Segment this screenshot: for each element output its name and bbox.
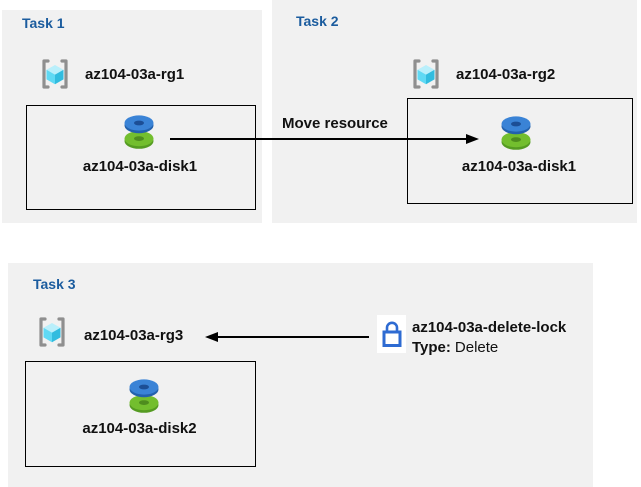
- move-arrow-head-icon: [466, 133, 479, 144]
- task1-title: Task 1: [22, 15, 65, 31]
- task2-title: Task 2: [296, 13, 339, 29]
- resource-group-icon: [407, 56, 445, 92]
- lock-arrow-head-icon: [205, 331, 218, 342]
- lock-name: az104-03a-delete-lock: [412, 319, 567, 336]
- resource-group-icon: [33, 314, 71, 350]
- lock-type-value: Delete: [454, 339, 499, 356]
- disk-icon: [495, 111, 537, 153]
- disk-name: az104-03a-disk2: [82, 420, 197, 437]
- resource-group-icon: [36, 56, 74, 92]
- task2-panel: [272, 0, 637, 223]
- lock-arrow-line: [217, 336, 369, 338]
- task3-title: Task 3: [33, 276, 76, 292]
- disk-icon: [118, 110, 160, 152]
- move-arrow-line: [170, 138, 466, 140]
- lock-icon: [380, 319, 404, 349]
- move-resource-label: Move resource: [282, 115, 388, 132]
- resource-group-name: az104-03a-rg2: [456, 66, 556, 83]
- task1-resource-box: [26, 105, 256, 210]
- task3-resource-box: [25, 361, 256, 467]
- task3-panel: [8, 263, 593, 487]
- disk-name: az104-03a-disk1: [461, 158, 577, 175]
- disk-icon: [123, 374, 165, 416]
- task2-resource-box: [407, 98, 633, 204]
- resource-group-name: az104-03a-rg3: [84, 327, 184, 344]
- resource-group-name: az104-03a-rg1: [85, 66, 185, 83]
- lock-type: Type:Delete: [412, 339, 498, 356]
- lock-type-label: Type:: [412, 339, 451, 356]
- disk-name: az104-03a-disk1: [82, 158, 198, 175]
